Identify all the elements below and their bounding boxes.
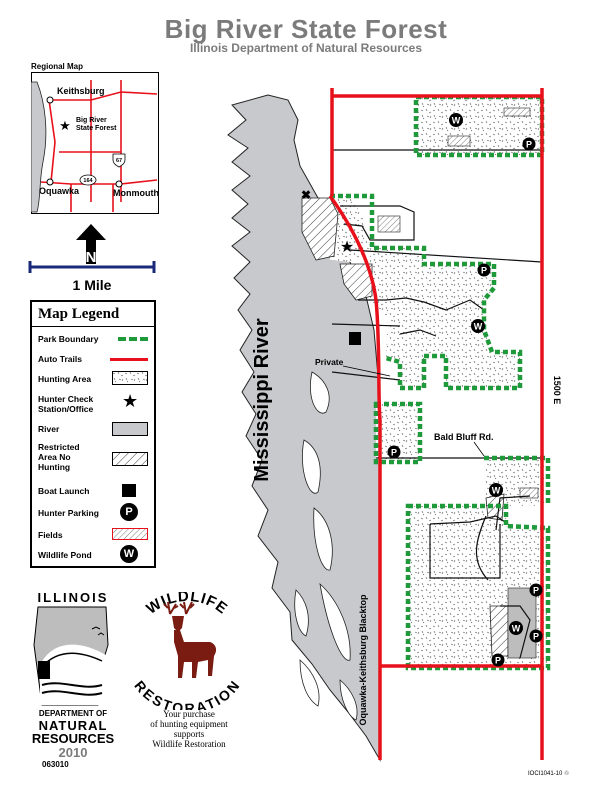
route-164-shield: 164 [79,174,97,186]
river-label: Mississippi River [251,318,273,482]
mississippi-river [227,94,381,762]
legend-symbol-boat-launch [122,484,136,497]
town-monmouth: Monmouth [113,188,159,198]
interior-lines [331,149,543,659]
forest-label-line2: State Forest [76,125,117,132]
parking-markers: P P P P P P [387,137,543,667]
road-1500e-label: 1500 E [552,376,562,405]
legend-label-river: River [38,424,60,434]
parking-marker: P [477,263,491,277]
svg-text:67: 67 [116,158,122,164]
svg-text:P: P [495,656,501,666]
town-keithsburg: Keithsburg [57,86,105,96]
scale-label: 1 Mile [72,277,112,293]
deer-icon [163,601,217,678]
parking-marker: P [387,445,401,459]
svg-text:164: 164 [83,178,93,184]
svg-text:W: W [474,322,483,332]
scale-bar [28,261,156,273]
legend-label-check-station: Hunter Check Station/Office [38,394,94,414]
caption-line3: supports [173,729,205,739]
page-title: Big River State Forest [164,14,448,44]
legend-symbol-river [112,422,148,436]
idnr-illinois-text: ILLINOIS [37,590,109,605]
legend-label-restricted: Restricted Area No Hunting [38,442,80,472]
blacktop-road-label: Oquawka-Keithsburg Blacktop [358,594,368,726]
legend-symbol-hunting-area [112,371,148,385]
idnr-logo-graphic [33,606,109,706]
legend-label-auto-trails: Auto Trails [38,354,82,364]
wildlife-restoration-caption: Your purchase of hunting equipment suppo… [134,709,244,749]
idnr-natural: NATURAL [38,718,108,733]
pond-markers: W W W W [449,113,523,635]
legend-symbol-pond-icon: W [120,545,138,563]
legend-label-hunter-parking: Hunter Parking [38,508,99,518]
legend-label-park-boundary: Park Boundary [38,334,99,344]
idnr-year: 2010 [58,745,88,760]
private-label: Private [315,357,344,367]
legend-label-hunting-area: Hunting Area [38,374,92,384]
wildlife-restoration-logo: WILDLIFE RESTORATION [131,592,242,710]
idnr-department-of: DEPARTMENT OF [38,709,108,718]
regional-map-heading: Regional Map [31,62,84,71]
legend-label-fields: Fields [38,530,63,540]
legend-symbol-restricted [112,452,148,466]
svg-text:P: P [391,448,397,458]
regional-map: ★ Keithsburg Oquawka Monmouth Big River … [31,72,159,214]
restoration-arc-text: RESTORATION [131,677,242,710]
svg-text:P: P [533,586,539,596]
svg-text:P: P [533,632,539,642]
legend-symbol-parking-icon: P [120,503,138,521]
pond-marker: W [489,483,503,497]
svg-text:W: W [512,624,521,634]
town-oquawka: Oquawka [39,186,80,196]
legend-symbol-park-boundary [118,337,148,341]
svg-text:★: ★ [59,118,71,133]
legend-symbol-auto-trails [110,358,148,361]
north-arrow: N [76,224,106,266]
boat-launch-marker [349,332,361,345]
parking-marker: P [529,583,543,597]
print-code: IOCI1041-10 ♲ [528,771,570,777]
pond-marker: W [509,621,523,635]
bald-bluff-road-label: Bald Bluff Rd. [434,432,494,442]
route-67-shield: 67 [112,153,126,168]
idnr-code: 063010 [42,760,69,769]
legend-symbol-star-icon: ★ [122,391,139,411]
caption-line1: Your purchase [163,709,215,719]
idnr-resources: RESOURCES [31,731,115,746]
parking-marker: P [522,137,536,151]
parking-marker: P [491,653,505,667]
page-subtitle: Illinois Department of Natural Resources [189,41,423,55]
x-marker: ✖ [301,188,311,202]
svg-text:W: W [452,116,461,126]
caption-line2: of hunting equipment [150,719,228,729]
pond-marker: W [449,113,463,127]
map-legend: Map Legend Park Boundary Auto Trails Hun… [30,300,156,568]
legend-label-boat-launch: Boat Launch [38,486,90,496]
svg-text:W: W [492,486,501,496]
auto-trails [328,88,544,760]
hunter-check-station-star: ★ [340,239,354,256]
svg-text:P: P [526,140,532,150]
pond-marker: W [471,319,485,333]
legend-symbol-fields [112,528,148,540]
north-letter: N [86,249,97,266]
caption-line4: Wildlife Restoration [152,739,226,749]
legend-label-wildlife-pond: Wildlife Pond [38,550,92,560]
hunting-areas [330,97,548,668]
legend-title: Map Legend [38,306,120,322]
parking-marker: P [529,629,543,643]
forest-label-line1: Big River [76,117,107,124]
svg-text:P: P [481,266,487,276]
